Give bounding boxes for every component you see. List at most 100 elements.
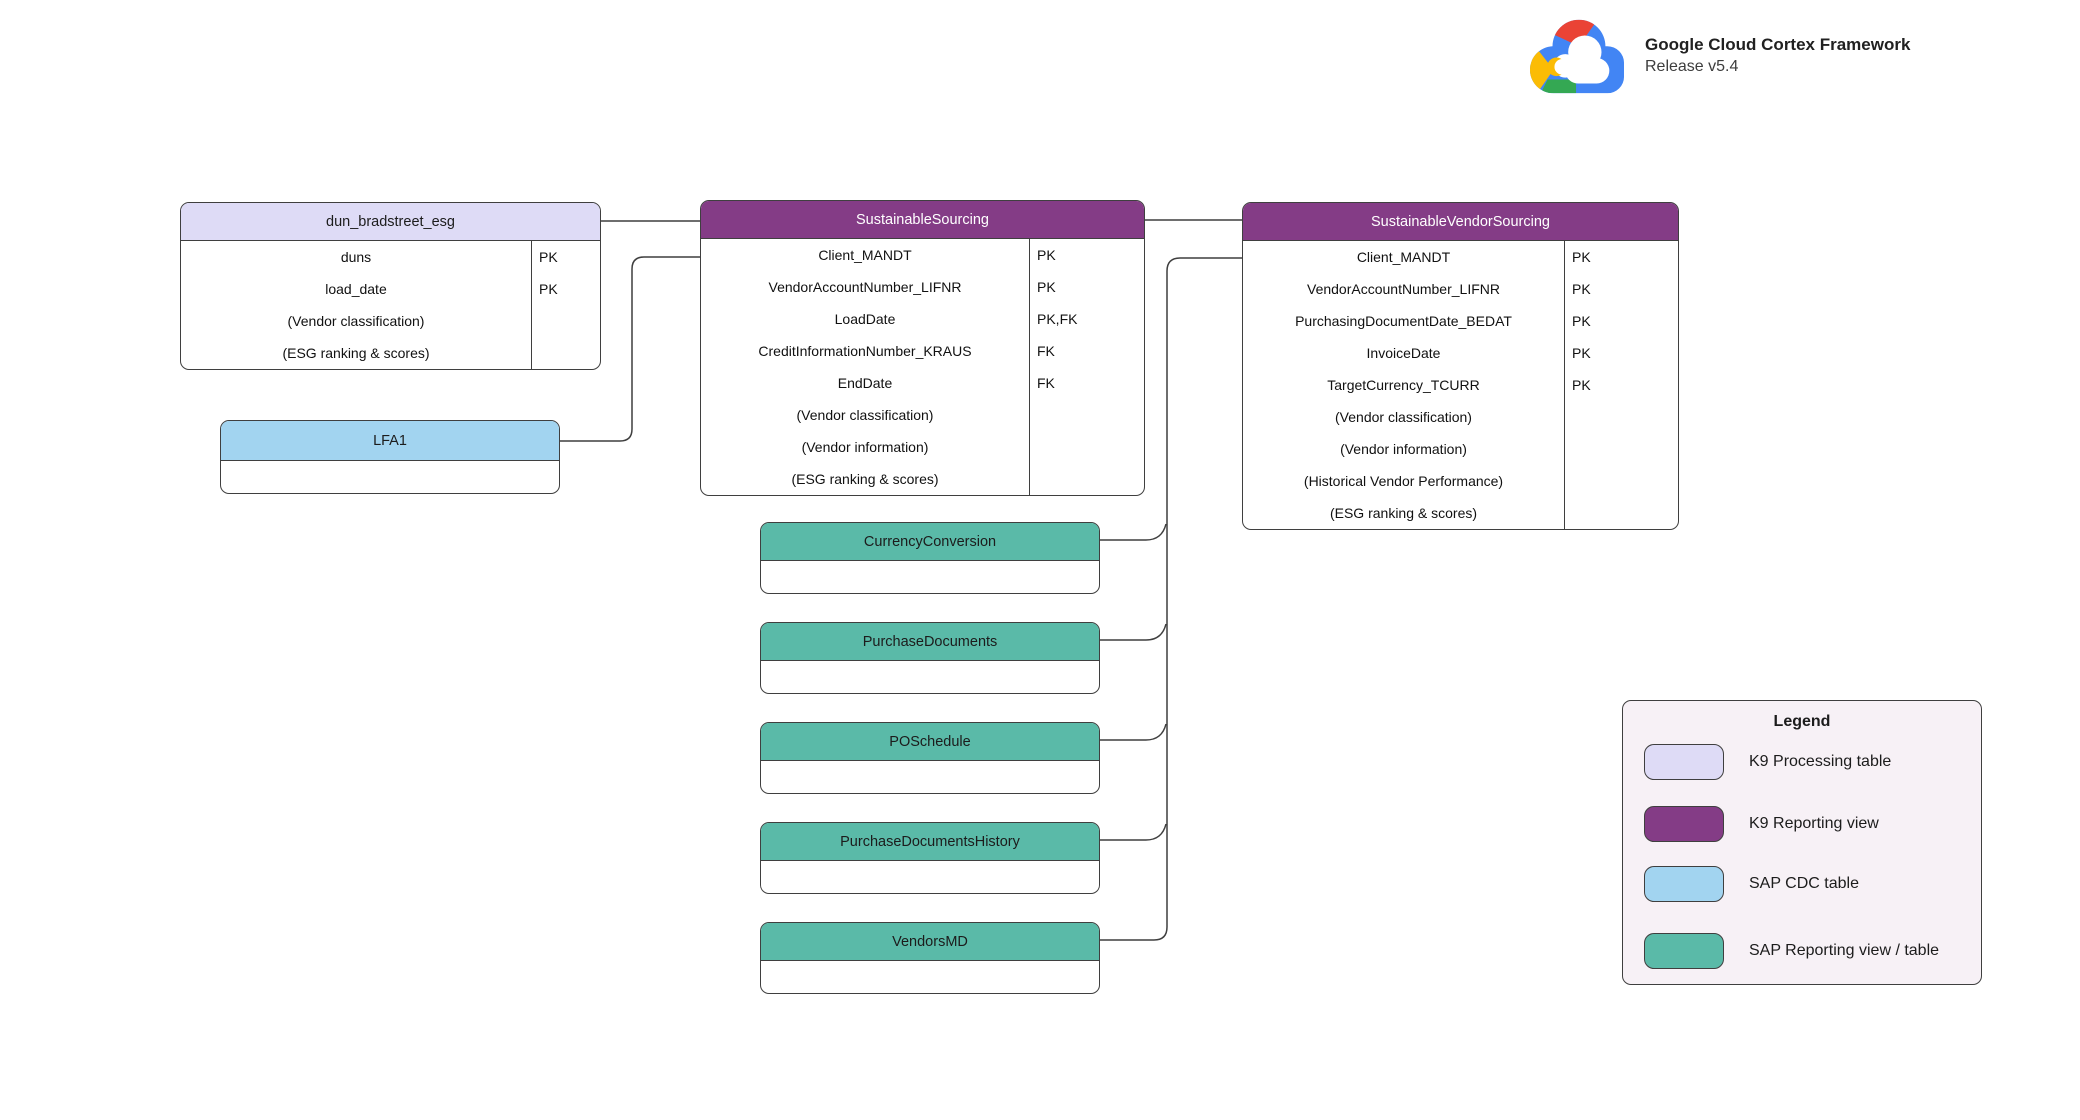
field-name: VendorAccountNumber_LIFNR: [1307, 281, 1500, 297]
table-row: (Historical Vendor Performance): [1243, 465, 1678, 497]
table-body: duns PK load_date PK (Vendor classificat…: [181, 241, 600, 369]
table-body: [761, 661, 1099, 693]
table-vendors-md: VendorsMD: [760, 922, 1100, 994]
table-purchase-documents: PurchaseDocuments: [760, 622, 1100, 694]
field-key: PK: [1037, 279, 1056, 295]
table-header-lfa1: LFA1: [221, 421, 559, 461]
table-row: (Vendor classification): [1243, 401, 1678, 433]
connector-purchasedocuments: [1100, 623, 1167, 641]
table-lfa1: LFA1: [220, 420, 560, 494]
field-name: (ESG ranking & scores): [282, 345, 430, 361]
legend-swatch-k9-processing: [1644, 744, 1724, 780]
table-row: duns PK: [181, 241, 600, 273]
table-po-schedule: POSchedule: [760, 722, 1100, 794]
field-name: CreditInformationNumber_KRAUS: [758, 343, 972, 359]
table-row: (ESG ranking & scores): [181, 337, 600, 369]
table-row: VendorAccountNumber_LIFNR PK: [701, 271, 1144, 303]
field-key: PK,FK: [1037, 311, 1078, 327]
field-name: (ESG ranking & scores): [791, 471, 939, 487]
field-key: PK: [1572, 345, 1591, 361]
table-header-po-schedule: POSchedule: [761, 723, 1099, 761]
table-header-purchase-documents: PurchaseDocuments: [761, 623, 1099, 661]
connector-poschedule: [1100, 723, 1167, 741]
legend-label: SAP CDC table: [1749, 875, 1859, 892]
field-key: PK: [1572, 281, 1591, 297]
table-sustainable-vendor-sourcing: SustainableVendorSourcing Client_MANDT P…: [1242, 202, 1679, 530]
table-row: CreditInformationNumber_KRAUS FK: [701, 335, 1144, 367]
field-name: (Vendor classification): [796, 407, 934, 423]
field-key: PK: [539, 281, 558, 297]
field-key: PK: [1572, 377, 1591, 393]
table-row: TargetCurrency_TCURR PK: [1243, 369, 1678, 401]
release-version: Release v5.4: [1645, 58, 1739, 75]
field-name: VendorAccountNumber_LIFNR: [768, 279, 962, 295]
legend-label: SAP Reporting view / table: [1749, 942, 1940, 959]
table-body: [761, 961, 1099, 993]
legend-swatch-sap-cdc: [1644, 866, 1724, 902]
legend-label: K9 Reporting view: [1749, 815, 1879, 832]
field-key: PK: [1572, 249, 1591, 265]
field-name: Client_MANDT: [1356, 249, 1451, 265]
table-header-sustainable-vendor-sourcing: SustainableVendorSourcing: [1243, 203, 1678, 241]
field-name: (Vendor information): [1340, 441, 1467, 457]
legend-swatch-k9-reporting: [1644, 806, 1724, 842]
framework-title: Google Cloud Cortex Framework: [1645, 35, 1911, 54]
table-body: [761, 761, 1099, 793]
table-sustainable-sourcing: SustainableSourcing Client_MANDT PK Vend…: [700, 200, 1145, 496]
table-currency-conversion: CurrencyConversion: [760, 522, 1100, 594]
field-name: InvoiceDate: [1366, 345, 1441, 361]
table-row: EndDate FK: [701, 367, 1144, 399]
table-row: InvoiceDate PK: [1243, 337, 1678, 369]
table-purchase-documents-history: PurchaseDocumentsHistory: [760, 822, 1100, 894]
table-body: [761, 861, 1099, 893]
legend-label: K9 Processing table: [1749, 753, 1892, 770]
column-divider: [531, 241, 532, 369]
table-header-vendors-md: VendorsMD: [761, 923, 1099, 961]
field-name: (Vendor information): [801, 439, 929, 455]
field-name: duns: [340, 249, 372, 265]
table-row: LoadDate PK,FK: [701, 303, 1144, 335]
table-row: PurchasingDocumentDate_BEDAT PK: [1243, 305, 1678, 337]
table-body: Client_MANDT PK VendorAccountNumber_LIFN…: [1243, 241, 1678, 529]
connector-currencyconversion: [1100, 523, 1167, 541]
table-row: Client_MANDT PK: [701, 239, 1144, 271]
table-row: VendorAccountNumber_LIFNR PK: [1243, 273, 1678, 305]
table-row: (ESG ranking & scores): [1243, 497, 1678, 529]
field-key: PK: [539, 249, 558, 265]
branding: Google Cloud Cortex Framework Release v5…: [1528, 14, 2008, 106]
table-row: (Vendor classification): [181, 305, 600, 337]
legend-swatch-sap-reporting: [1644, 933, 1724, 969]
table-header-sustainable-sourcing: SustainableSourcing: [701, 201, 1144, 239]
table-row: Client_MANDT PK: [1243, 241, 1678, 273]
table-body: [761, 561, 1099, 593]
field-key: FK: [1037, 375, 1055, 391]
table-body: Client_MANDT PK VendorAccountNumber_LIFN…: [701, 239, 1144, 495]
legend-title: Legend: [1773, 713, 1831, 730]
field-name: (Vendor classification): [1335, 409, 1472, 425]
table-dun-bradstreet-esg: dun_bradstreet_esg duns PK load_date PK …: [180, 202, 601, 370]
table-row: (Vendor classification): [701, 399, 1144, 431]
field-name: TargetCurrency_TCURR: [1327, 377, 1480, 393]
field-key: FK: [1037, 343, 1055, 359]
table-header-currency-conversion: CurrencyConversion: [761, 523, 1099, 561]
column-divider: [1564, 241, 1565, 529]
table-row: load_date PK: [181, 273, 600, 305]
google-cloud-logo-icon: [1529, 19, 1625, 94]
field-key: PK: [1572, 313, 1591, 329]
table-row: (Vendor information): [701, 431, 1144, 463]
connector-purchasedocumentshistory: [1100, 823, 1167, 841]
table-row: (Vendor information): [1243, 433, 1678, 465]
field-name: (Vendor classification): [287, 313, 425, 329]
table-row: (ESG ranking & scores): [701, 463, 1144, 495]
table-header-purchase-documents-history: PurchaseDocumentsHistory: [761, 823, 1099, 861]
field-name: Client_MANDT: [818, 247, 912, 263]
legend: Legend K9 Processing table K9 Reporting …: [1622, 700, 1982, 985]
field-name: load_date: [325, 281, 387, 297]
table-header-dun-bradstreet-esg: dun_bradstreet_esg: [181, 203, 600, 241]
field-name: EndDate: [837, 375, 893, 391]
column-divider: [1029, 239, 1030, 495]
field-name: LoadDate: [834, 311, 896, 327]
field-key: PK: [1037, 247, 1056, 263]
field-name: (ESG ranking & scores): [1329, 505, 1478, 521]
